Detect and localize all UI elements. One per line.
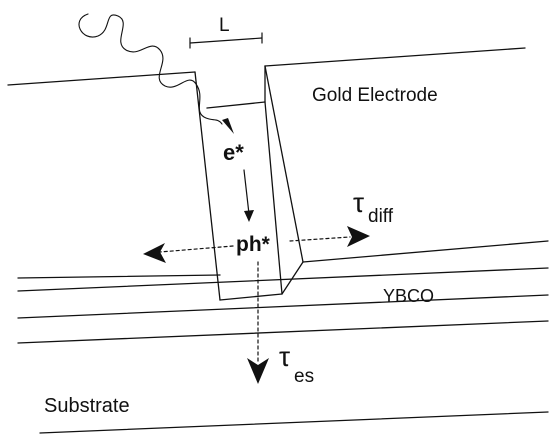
length-marker: L: [189, 15, 263, 49]
relaxation-arrowhead: [244, 210, 254, 222]
photon-arrowhead: [222, 118, 234, 134]
tau-diff-symbol: τ: [353, 187, 364, 218]
gap-inner-right-edge: [264, 101, 283, 295]
tau-es-subscript: es: [294, 366, 314, 387]
ybco-top-edge: [17, 267, 549, 292]
diffusion-arrow-right-line: [289, 236, 351, 242]
gold-electrode-label: Gold Electrode: [312, 85, 438, 106]
incident-photon-wave: [78, 13, 223, 125]
gap-floor-top: [206, 101, 266, 109]
gap-bottom-edge: [219, 293, 283, 301]
left-electrode-top-edge: [7, 71, 196, 86]
diffusion-arrowhead-left: [143, 243, 166, 263]
ybco-label: YBCO: [383, 286, 434, 306]
relaxation-arrow-line: [243, 169, 250, 215]
right-electrode-top-edge: [264, 47, 526, 67]
right-electrode-bottom-edge: [302, 240, 549, 263]
electron-label: e*: [223, 140, 244, 165]
gap-bottom-right-edge: [281, 261, 304, 295]
substrate-top-edge: [17, 320, 549, 344]
gap-left-wall: [194, 71, 221, 301]
diffusion-arrow-left-line: [159, 245, 234, 253]
gap-outer-right-edge: [264, 65, 304, 263]
gap-bridge: [194, 65, 304, 301]
substrate-label: Substrate: [44, 395, 130, 417]
phonon-label: ph*: [236, 233, 271, 256]
length-label: L: [219, 15, 230, 36]
escape-arrowhead: [247, 358, 269, 384]
diffusion-arrowhead-right: [347, 226, 370, 247]
tau-diff-subscript: diff: [368, 206, 394, 227]
left-electrode-bottom-edge: [17, 274, 221, 279]
substrate-bottom-edge: [39, 411, 549, 434]
length-dimension-line: [189, 37, 263, 44]
tau-es-symbol: τ: [279, 341, 290, 372]
ybco-bottom-edge: [17, 294, 549, 319]
layers: [7, 47, 549, 434]
